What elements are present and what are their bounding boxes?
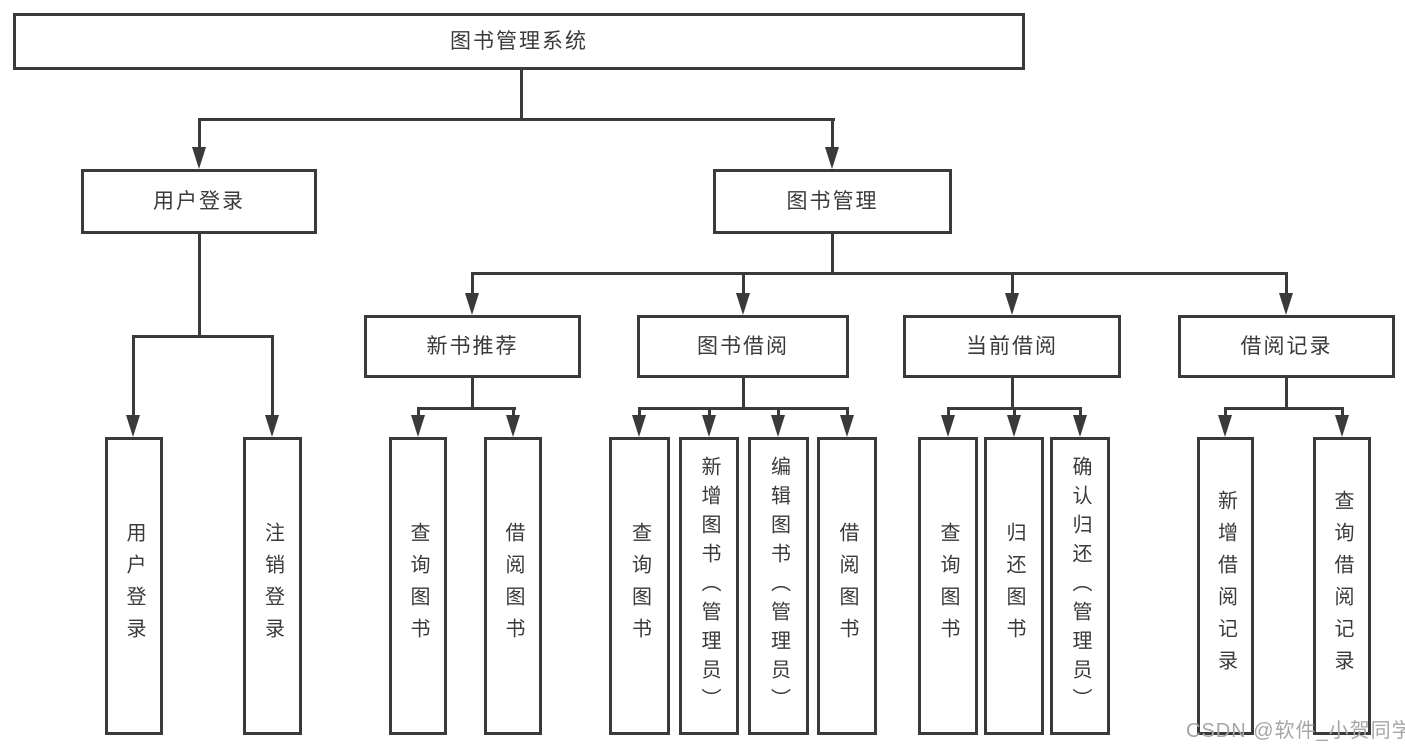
connector-line: [471, 272, 1288, 275]
node-label: 图书借阅: [697, 335, 789, 358]
leaf-query-books-current: 查询图书: [918, 437, 978, 735]
connector-line: [831, 234, 834, 272]
node-label: 用户登录: [153, 190, 245, 213]
connector-line: [1341, 407, 1344, 419]
node-book-borrowing: 图书借阅: [637, 315, 849, 378]
node-user-login: 用户登录: [81, 169, 317, 234]
node-label: 借阅记录: [1240, 335, 1333, 358]
connector-line: [1011, 378, 1014, 407]
node-label: 当前借阅: [966, 335, 1058, 358]
arrow-down-icon: [1218, 415, 1232, 437]
arrow-down-icon: [702, 415, 716, 437]
leaf-confirm-return-admin: 确认归还（管理员）: [1050, 437, 1110, 735]
arrow-down-icon: [1279, 293, 1293, 315]
connector-line: [520, 70, 523, 118]
node-label: 查询图书: [407, 522, 429, 650]
connector-line: [846, 407, 849, 419]
connector-line: [1285, 378, 1288, 407]
connector-line: [638, 407, 641, 419]
node-book-management: 图书管理: [713, 169, 952, 234]
connector-line: [777, 407, 780, 419]
connector-line: [471, 272, 474, 294]
connector-line: [1011, 272, 1014, 294]
arrow-down-icon: [1005, 293, 1019, 315]
arrow-down-icon: [1073, 415, 1087, 437]
node-label: 注销登录: [261, 522, 284, 650]
connector-line: [271, 335, 274, 417]
connector-line: [638, 407, 849, 410]
node-label: 借阅图书: [502, 522, 524, 650]
leaf-add-books-admin: 新增图书（管理员）: [679, 437, 739, 735]
node-label: 新增图书（管理员）: [698, 455, 720, 717]
connector-line: [512, 407, 515, 419]
node-borrowing-records: 借阅记录: [1178, 315, 1395, 378]
node-label: 图书管理: [786, 190, 879, 213]
leaf-edit-books-admin: 编辑图书（管理员）: [748, 437, 809, 735]
node-label: 图书管理系统: [450, 30, 588, 53]
connector-line: [708, 407, 711, 419]
leaf-query-books-recommend: 查询图书: [389, 437, 447, 735]
node-label: 查询图书: [628, 522, 651, 650]
node-label: 编辑图书（管理员）: [767, 455, 790, 717]
arrow-down-icon: [1335, 415, 1349, 437]
connector-line: [198, 118, 201, 150]
arrow-down-icon: [506, 415, 520, 437]
connector-line: [132, 335, 274, 338]
node-root-library-system: 图书管理系统: [13, 13, 1025, 70]
arrow-down-icon: [736, 293, 750, 315]
node-label: 确认归还（管理员）: [1069, 455, 1091, 717]
arrow-down-icon: [1007, 415, 1021, 437]
csdn-watermark: CSDN @软件_小贺同学: [1186, 720, 1405, 742]
node-label: 新书推荐: [426, 335, 519, 358]
node-label: 查询借阅记录: [1331, 490, 1353, 682]
node-label: 用户登录: [123, 522, 145, 650]
leaf-add-borrow-record: 新增借阅记录: [1197, 437, 1254, 735]
node-label: 借阅图书: [836, 522, 858, 650]
leaf-borrow-books: 借阅图书: [817, 437, 877, 735]
connector-line: [198, 118, 835, 121]
node-current-borrowing: 当前借阅: [903, 315, 1121, 378]
arrow-down-icon: [265, 415, 279, 437]
connector-line: [947, 407, 950, 419]
node-label: 归还图书: [1003, 522, 1025, 650]
connector-line: [132, 335, 135, 417]
arrow-down-icon: [825, 147, 839, 169]
connector-line: [742, 272, 745, 294]
leaf-return-books: 归还图书: [984, 437, 1044, 735]
connector-line: [1224, 407, 1227, 419]
arrow-down-icon: [941, 415, 955, 437]
connector-line: [831, 118, 834, 150]
leaf-query-books-borrowing: 查询图书: [609, 437, 670, 735]
arrow-down-icon: [192, 147, 206, 169]
connector-line: [1079, 407, 1082, 419]
connector-line: [1285, 272, 1288, 294]
leaf-borrow-books-recommend: 借阅图书: [484, 437, 542, 735]
arrow-down-icon: [411, 415, 425, 437]
arrow-down-icon: [126, 415, 140, 437]
node-new-book-recommend: 新书推荐: [364, 315, 581, 378]
leaf-user-login: 用户登录: [105, 437, 163, 735]
connector-line: [417, 407, 420, 419]
arrow-down-icon: [465, 293, 479, 315]
connector-line: [1224, 407, 1344, 410]
connector-line: [471, 378, 474, 407]
node-label: 新增借阅记录: [1214, 490, 1237, 682]
connector-line: [417, 407, 516, 410]
connector-line: [198, 234, 201, 335]
arrow-down-icon: [840, 415, 854, 437]
arrow-down-icon: [632, 415, 646, 437]
connector-line: [1013, 407, 1016, 419]
leaf-logout: 注销登录: [243, 437, 302, 735]
node-label: 查询图书: [937, 522, 959, 650]
leaf-query-borrow-record: 查询借阅记录: [1313, 437, 1371, 735]
connector-line: [742, 378, 745, 407]
arrow-down-icon: [771, 415, 785, 437]
